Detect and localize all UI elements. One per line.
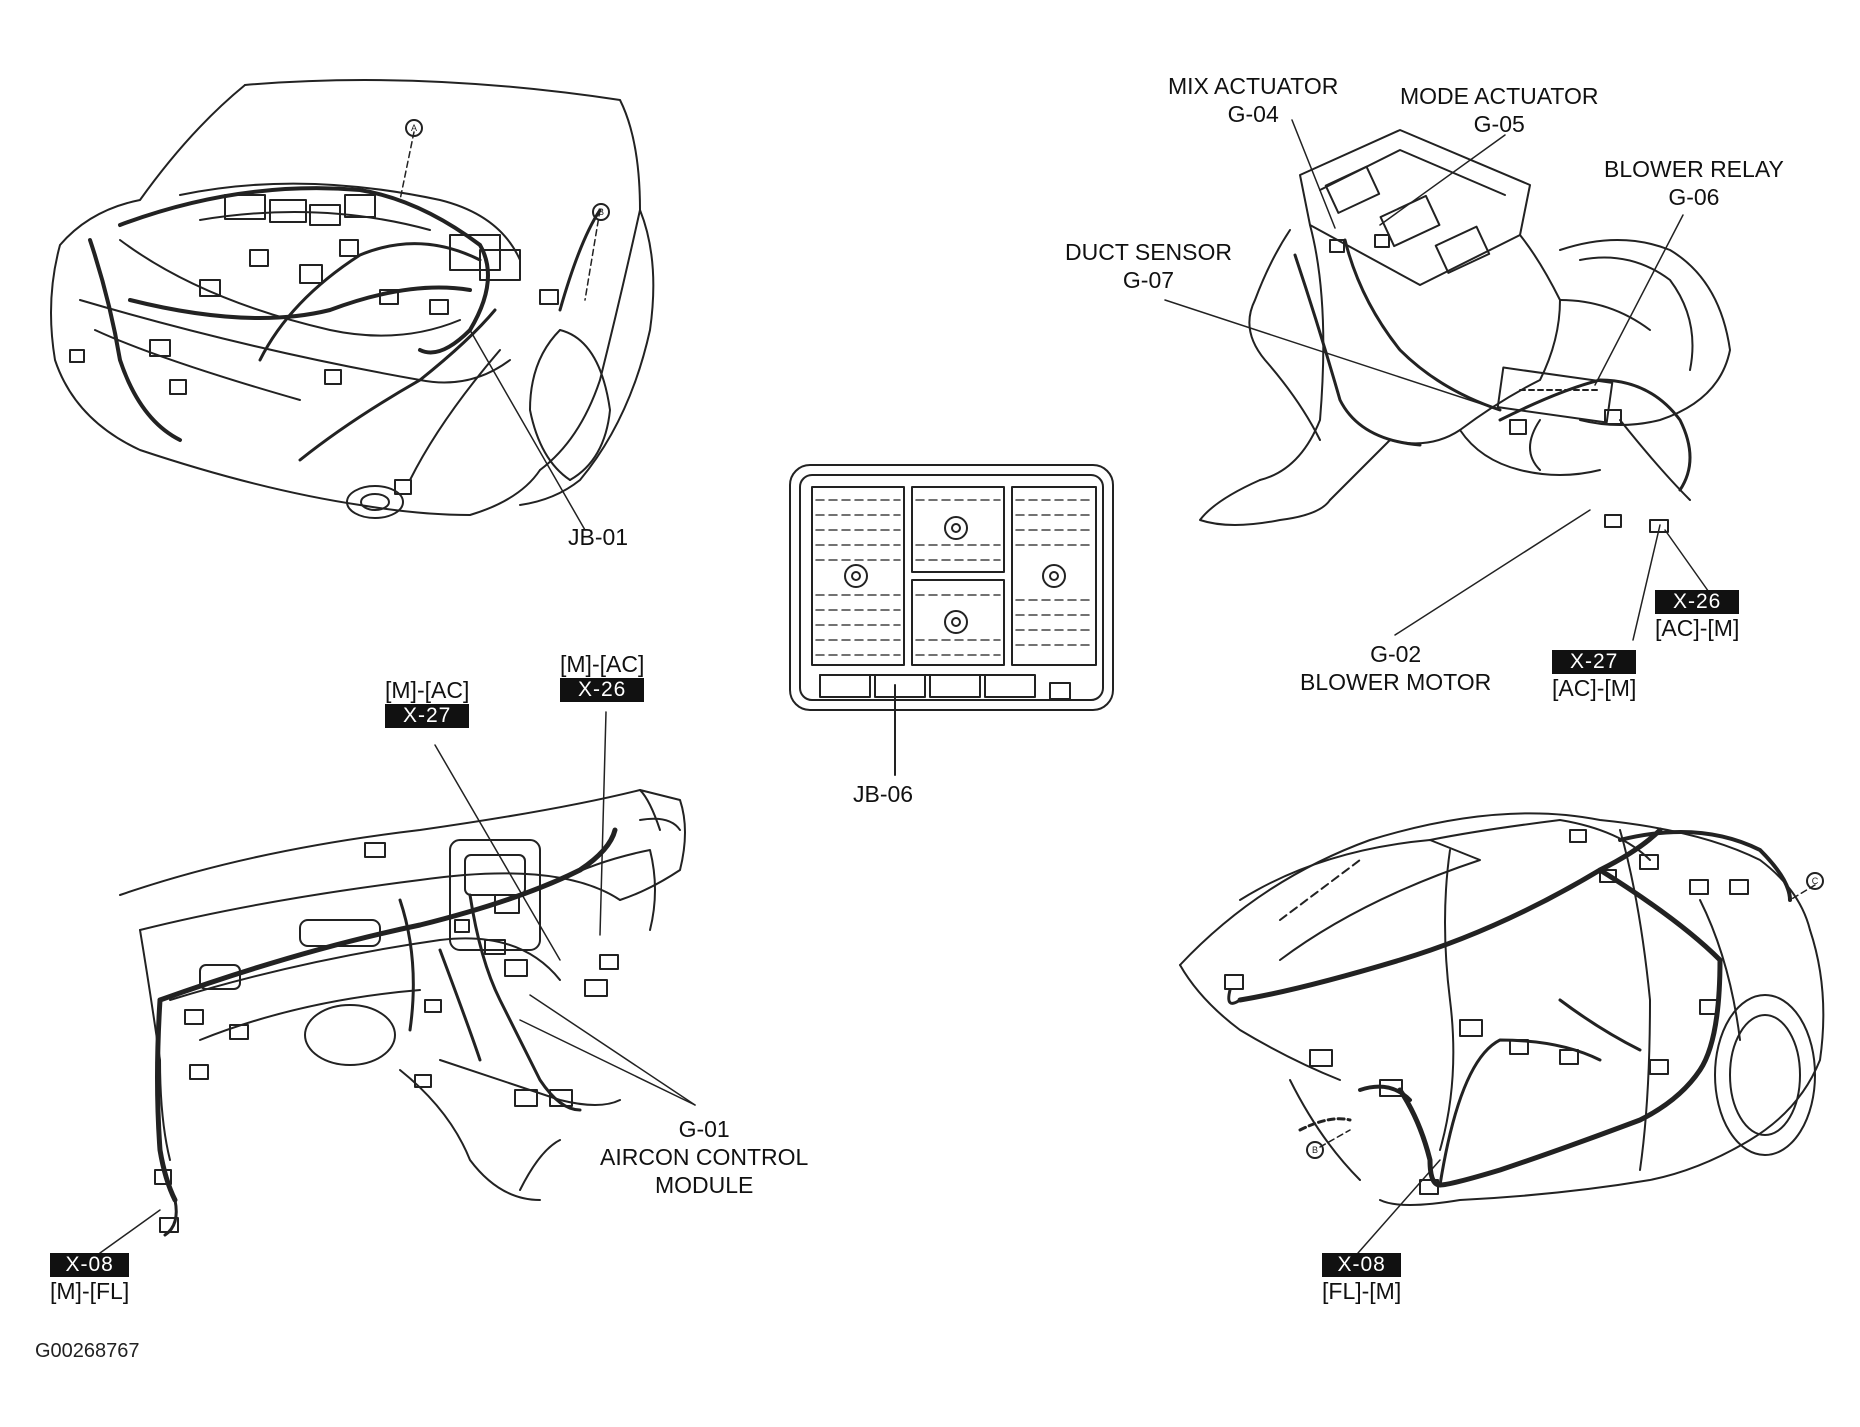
sedan-body-drawing	[1179, 812, 1825, 1206]
jb06-junction-block-drawing	[789, 464, 1114, 776]
connector-mates: [M]-[FL]	[50, 1278, 130, 1304]
connector-id-badge: X-08	[50, 1253, 130, 1277]
callout-letter-a: A	[411, 123, 417, 133]
leader-lines	[99, 119, 1816, 1254]
aircon-control-module-label: G-01 AIRCON CONTROL MODULE	[600, 1116, 809, 1198]
callout-letter-b: B	[598, 207, 604, 217]
callout-letter-c: C	[1812, 876, 1819, 886]
connector-id-badge: X-27	[385, 704, 470, 728]
connector-id-badge: X-27	[1552, 650, 1637, 674]
connector-x27-top: X-27 [AC]-[M]	[1552, 650, 1637, 702]
connector-x26-top: X-26 [AC]-[M]	[1655, 590, 1740, 642]
callout-letter-b-2: B	[1312, 1145, 1318, 1155]
connector-id-badge: X-26	[560, 678, 645, 702]
jb01-label: JB-01	[568, 524, 629, 550]
connector-mates: [AC]-[M]	[1655, 615, 1740, 641]
connector-mates: [FL]-[M]	[1322, 1278, 1402, 1304]
blower-relay-label: BLOWER RELAY G-06	[1604, 156, 1784, 210]
connector-x08-right: X-08 [FL]-[M]	[1322, 1253, 1402, 1305]
connector-id-badge: X-08	[1322, 1253, 1402, 1277]
engine-compartment-drawing	[50, 79, 655, 519]
connector-mates: [M]-[AC]	[560, 651, 645, 677]
connector-x08-left: X-08 [M]-[FL]	[50, 1253, 130, 1305]
mix-actuator-label: MIX ACTUATOR G-04	[1168, 73, 1339, 127]
blower-motor-label: G-02 BLOWER MOTOR	[1300, 641, 1492, 695]
figure-code: G00268767	[35, 1340, 140, 1362]
hvac-unit-drawing	[1199, 129, 1731, 533]
connector-id-badge: X-26	[1655, 590, 1740, 614]
duct-sensor-label: DUCT SENSOR G-07	[1065, 239, 1232, 293]
connector-mates: [M]-[AC]	[385, 677, 470, 703]
connector-x27-dash: [M]-[AC] X-27	[385, 676, 470, 728]
mode-actuator-label: MODE ACTUATOR G-05	[1400, 83, 1599, 137]
connector-x26-dash: [M]-[AC] X-26	[560, 650, 645, 702]
connector-mates: [AC]-[M]	[1552, 675, 1637, 701]
jb06-label: JB-06	[853, 781, 914, 807]
dashboard-drawing	[119, 789, 686, 1237]
